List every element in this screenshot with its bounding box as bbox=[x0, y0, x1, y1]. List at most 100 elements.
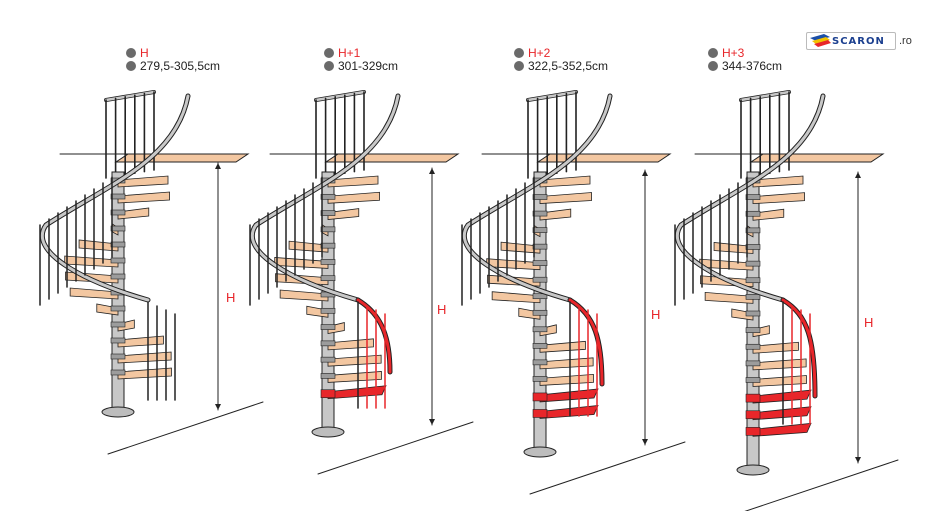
extension-spacer bbox=[745, 427, 761, 436]
column-spacer bbox=[532, 309, 548, 316]
handrail bbox=[675, 94, 825, 302]
ground-line bbox=[317, 421, 474, 475]
column-spacer bbox=[745, 244, 761, 250]
wood-tread bbox=[117, 207, 150, 220]
column-spacer bbox=[745, 227, 761, 234]
handrail bbox=[250, 94, 400, 302]
height-marker: H bbox=[437, 302, 447, 317]
extension-spacer bbox=[745, 393, 761, 403]
variant-name: H+1 bbox=[338, 46, 361, 60]
column-spacer bbox=[320, 259, 336, 265]
wood-tread bbox=[327, 208, 360, 221]
variant-name: H bbox=[140, 46, 149, 60]
extension-spacer bbox=[745, 410, 761, 420]
scaron-logo[interactable]: SCARON .ro bbox=[806, 31, 912, 51]
wood-tread bbox=[539, 357, 594, 370]
wood-tread bbox=[288, 240, 329, 253]
arrow-down-icon bbox=[429, 419, 435, 425]
wood-tread bbox=[117, 319, 135, 332]
height-marker: H bbox=[864, 315, 874, 330]
logo-brand: SCARON bbox=[832, 35, 885, 47]
extension-spacer bbox=[320, 389, 336, 399]
wood-tread bbox=[69, 287, 119, 300]
base-plate bbox=[311, 426, 345, 438]
logo-tld: .ro bbox=[899, 35, 912, 47]
landing-slab bbox=[324, 153, 460, 163]
wood-tread bbox=[117, 175, 169, 188]
column-spacer bbox=[532, 326, 548, 333]
column-spacer bbox=[532, 194, 548, 200]
landing-slab bbox=[749, 153, 885, 163]
column-spacer bbox=[745, 377, 761, 383]
wood-tread bbox=[327, 322, 345, 335]
wood-tread bbox=[279, 289, 329, 302]
logo-stripes-icon bbox=[810, 34, 831, 47]
column-spacer bbox=[745, 327, 761, 333]
column-spacer bbox=[532, 276, 548, 283]
column-spacer bbox=[110, 321, 126, 328]
wood-tread bbox=[539, 175, 591, 188]
column-spacer bbox=[745, 310, 761, 317]
wood-tread bbox=[306, 305, 329, 318]
bullet-icon bbox=[708, 48, 718, 58]
ground-line bbox=[742, 459, 899, 513]
column-spacer bbox=[320, 324, 336, 330]
handrail-extension bbox=[781, 298, 817, 398]
ground-line bbox=[529, 441, 686, 495]
wood-tread bbox=[500, 241, 541, 254]
variant-name: H+3 bbox=[722, 46, 745, 60]
top-rail bbox=[104, 90, 156, 102]
column-spacer bbox=[320, 210, 336, 216]
bullet-icon bbox=[126, 48, 136, 58]
column-spacer bbox=[532, 227, 548, 233]
wood-tread bbox=[704, 291, 754, 304]
arrow-up-icon bbox=[429, 168, 435, 174]
wood-tread bbox=[327, 370, 382, 383]
wood-tread bbox=[117, 351, 172, 364]
column-spacer bbox=[532, 260, 548, 266]
bullet-icon bbox=[514, 48, 524, 58]
wood-tread bbox=[752, 375, 807, 387]
column-spacer bbox=[110, 337, 126, 344]
column-spacer bbox=[532, 359, 548, 366]
top-rail bbox=[739, 90, 791, 102]
landing-slab bbox=[114, 153, 250, 163]
extension-spacer bbox=[532, 392, 548, 402]
wood-tread bbox=[518, 307, 541, 320]
column-spacer bbox=[110, 305, 126, 312]
column-spacer bbox=[745, 210, 761, 217]
variant-range: 279,5-305,5cm bbox=[140, 59, 221, 73]
variant-name: H+2 bbox=[528, 46, 551, 60]
arrow-up-icon bbox=[642, 170, 648, 176]
variant-label-h3: H+3 344-376cm bbox=[708, 47, 782, 73]
wood-tread bbox=[491, 291, 541, 304]
wood-tread bbox=[327, 354, 382, 367]
height-marker: H bbox=[651, 307, 661, 322]
column-spacer bbox=[745, 343, 761, 350]
column-spacer bbox=[110, 241, 126, 248]
handrail-extension bbox=[568, 298, 604, 386]
extension-spacer bbox=[532, 409, 548, 418]
base-plate bbox=[101, 406, 135, 418]
column-spacer bbox=[745, 194, 761, 200]
column-spacer bbox=[320, 307, 336, 314]
variant-range: 301-329cm bbox=[338, 59, 399, 73]
extension-tread bbox=[327, 385, 387, 400]
extension-tread bbox=[752, 389, 812, 404]
arrow-up-icon bbox=[215, 163, 221, 169]
column-spacer bbox=[745, 360, 761, 367]
base-plate bbox=[523, 446, 557, 458]
column-spacer bbox=[320, 242, 336, 249]
top-rail bbox=[314, 90, 366, 102]
column-spacer bbox=[110, 209, 126, 216]
column-spacer bbox=[532, 376, 548, 382]
arrow-down-icon bbox=[642, 439, 648, 445]
wood-tread bbox=[752, 208, 785, 221]
column-spacer bbox=[532, 243, 548, 250]
column-spacer bbox=[320, 226, 336, 233]
top-rail bbox=[526, 90, 578, 102]
wood-tread bbox=[96, 303, 119, 316]
column-spacer bbox=[745, 294, 761, 300]
column-spacer bbox=[532, 343, 548, 349]
